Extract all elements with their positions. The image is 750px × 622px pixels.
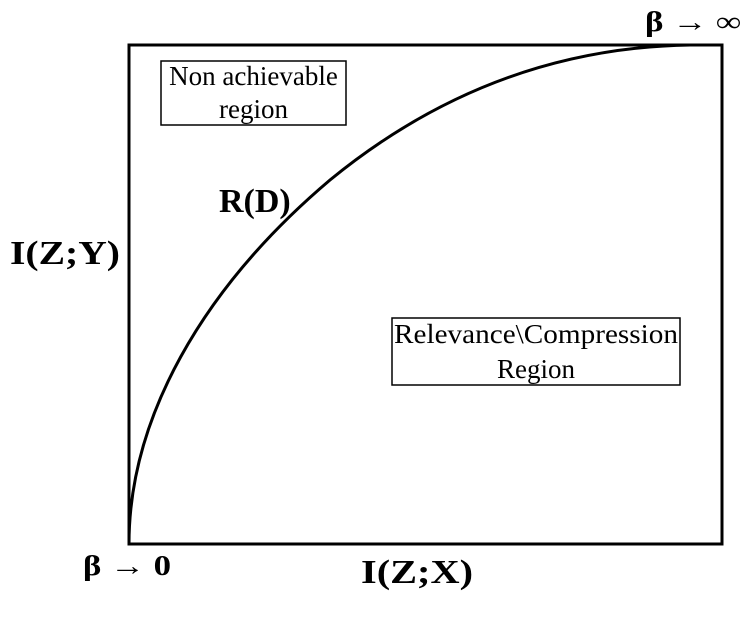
plot-frame (127, 43, 724, 546)
relevance-compression-region-line1: Relevance\Compression (394, 319, 679, 349)
relevance-compression-region-line2: Region (497, 354, 575, 384)
relevance-compression-region-frame (391, 317, 681, 386)
beta-infinity-label: β → ∞ (645, 7, 741, 38)
curve-label: R(D) (219, 183, 291, 220)
beta-zero-label: β → 0 (83, 551, 171, 582)
relevance-compression-region-box: Relevance\Compression Region (391, 317, 681, 386)
x-axis-label: I(Z;X) (361, 554, 473, 591)
tradeoff-curve (127, 43, 722, 545)
non-achievable-region-box: Non achievable region (160, 60, 347, 126)
non-achievable-region-frame (160, 60, 347, 126)
y-axis-label: I(Z;Y) (10, 235, 120, 272)
non-achievable-region-line1: Non achievable (169, 61, 338, 91)
non-achievable-region-line2: region (219, 94, 288, 124)
